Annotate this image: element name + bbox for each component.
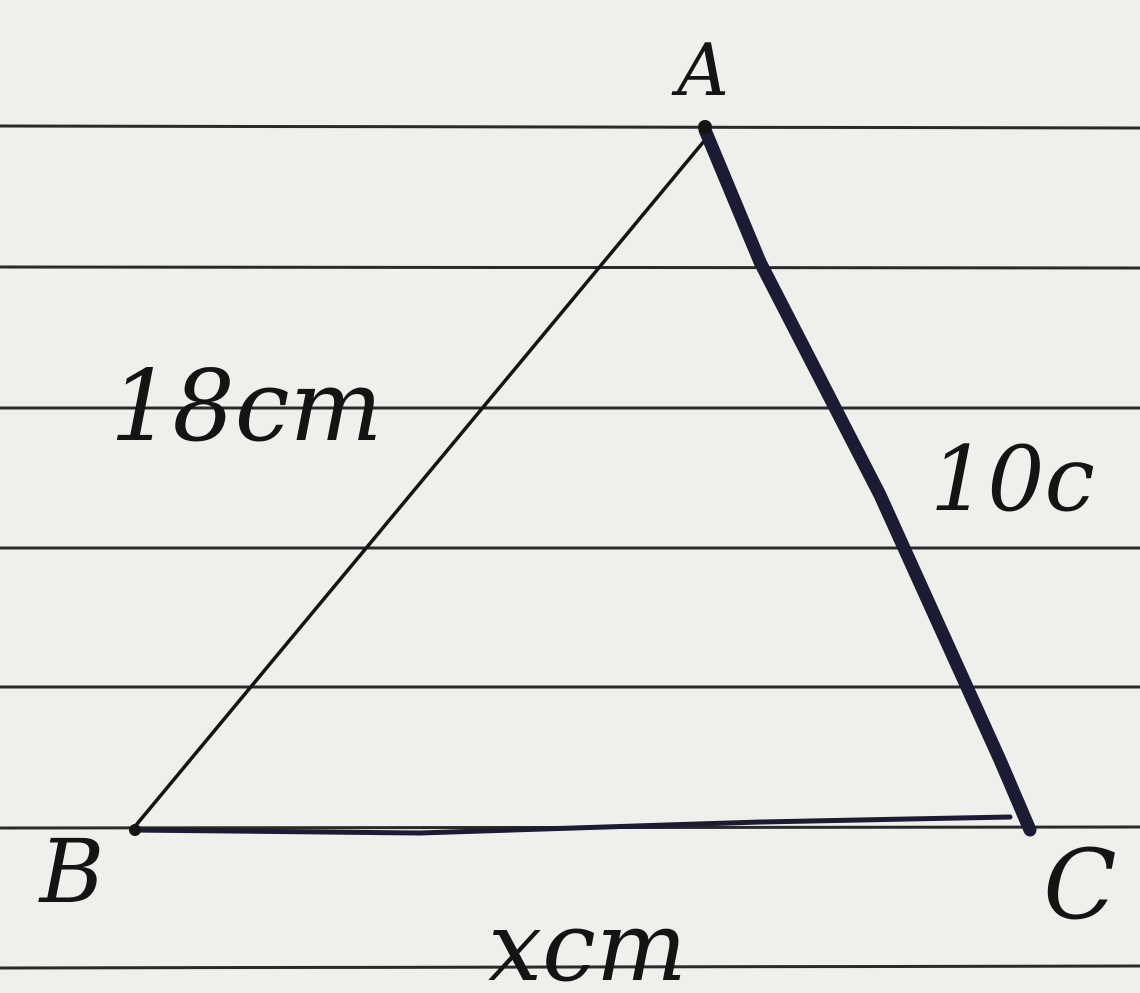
vertex-a-label: A (671, 28, 729, 112)
side-ab (130, 138, 707, 832)
side-bc-label: xcm (488, 891, 687, 988)
ruled-line (0, 265, 1140, 270)
ruled-line (0, 964, 1140, 970)
vertex-b-dot (129, 824, 141, 836)
ruled-line (0, 124, 1140, 130)
vertex-c-label: C (1043, 829, 1116, 941)
vertex-b-label: B (38, 820, 105, 923)
ruled-lines (0, 124, 1140, 970)
side-ab-label: 18cm (110, 350, 383, 464)
side-ac-label: 10c (930, 427, 1095, 532)
side-bc (129, 814, 1013, 836)
side-ac (698, 123, 1037, 837)
vertex-a-dot (698, 120, 712, 134)
